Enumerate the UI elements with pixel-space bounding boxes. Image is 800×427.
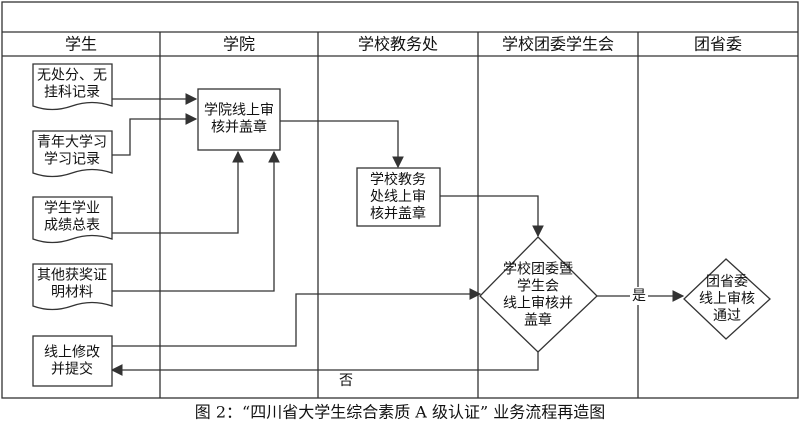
yes-label: 是 [632,288,646,304]
diamond-youth-league-review-text: 学校团委暨学生会线上审核并盖章 [503,261,573,329]
box-college-text: 学院线上审核并盖章 [204,103,274,136]
lane-title-student: 学生 [65,35,97,54]
diamond-youth-league-review [479,236,598,353]
box-resubmit-text: 线上修改并提交 [44,345,100,378]
lane-title-provincial-league: 团省委 [694,35,742,54]
doc-no-penalty [32,63,113,111]
lane-title-academic-affairs: 学校教务处 [358,35,438,54]
yes-label-bg [630,287,648,305]
lane-title-youth-league: 学校团委学生会 [502,35,614,54]
diagram-frame [1,1,799,399]
box-academic-affairs [356,167,441,227]
box-academic-affairs-text: 学校教务处线上审核并盖章 [370,171,426,222]
box-resubmit [32,335,113,387]
edge-resubmit-to-league [112,288,482,347]
doc-transcript [32,196,113,244]
figure-caption: 图 2：“四川省大学生综合素质 A 级认证” 业务流程再造图 [195,403,605,422]
edge-transcript-to-college [112,150,244,234]
diamond-provincial-review-text: 团省委线上审核通过 [699,274,755,324]
doc-youth-study-text: 青年大学习学习记录 [37,135,107,168]
doc-transcript-text: 学生学业成绩总表 [44,201,100,234]
edge-college-to-academic [280,120,404,169]
lane-title-college: 学院 [223,35,255,54]
no-label: 否 [339,373,353,389]
edge-awards-to-college [112,150,280,292]
doc-awards-text: 其他获奖证明材料 [37,267,107,301]
doc-no-penalty-text: 无处分、无挂科记录 [37,68,107,101]
diamond-provincial-review [683,258,771,340]
box-college [197,88,281,151]
edge-academic-to-league [440,195,544,238]
doc-youth-study [32,130,113,178]
doc-awards [32,263,113,311]
edge-youth-study-to-college [112,113,198,156]
edge-league-rejected-to-resubmit [110,352,539,376]
